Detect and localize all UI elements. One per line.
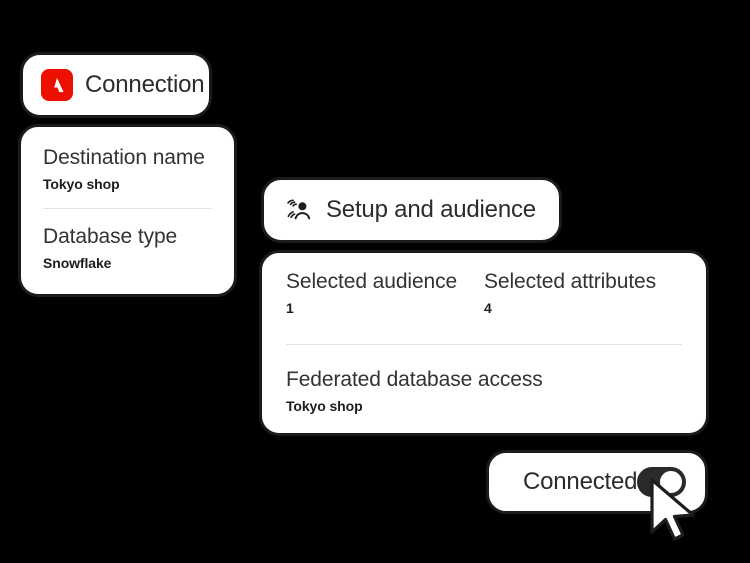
connection-chip[interactable]: Connection — [20, 52, 212, 118]
selected-audience-value: 1 — [286, 300, 294, 317]
destination-details-card: Destination name Tokyo shop Database typ… — [18, 124, 237, 297]
connection-chip-label: Connection — [85, 71, 205, 98]
federated-database-access-label: Federated database access — [286, 368, 543, 392]
selected-attributes-value: 4 — [484, 300, 492, 317]
setup-and-audience-chip[interactable]: Setup and audience — [261, 177, 562, 243]
setup-and-audience-label: Setup and audience — [326, 196, 536, 223]
connected-status-card[interactable]: Connected — [486, 450, 708, 514]
destination-name-field: Destination name Tokyo shop — [43, 146, 212, 193]
connected-label: Connected — [523, 468, 638, 495]
database-type-field: Database type Snowflake — [43, 225, 212, 272]
audience-divider — [286, 344, 682, 346]
connection-toggle[interactable] — [637, 467, 687, 497]
audience-details-card: Selected audience 1 Selected attributes … — [259, 250, 709, 436]
destination-divider — [43, 208, 212, 210]
selected-audience-label: Selected audience — [286, 270, 458, 293]
audience-group-icon — [284, 195, 314, 225]
selected-attributes-label: Selected attributes — [484, 270, 657, 293]
audience-stats-row: Selected audience 1 Selected attributes … — [286, 270, 682, 317]
database-type-label: Database type — [43, 225, 178, 249]
destination-name-value: Tokyo shop — [43, 176, 120, 193]
federated-database-access-value: Tokyo shop — [286, 398, 363, 415]
federated-database-access-field: Federated database access Tokyo shop — [286, 368, 682, 415]
selected-attributes-field: Selected attributes 4 — [484, 270, 682, 317]
selected-audience-field: Selected audience 1 — [286, 270, 484, 317]
destination-name-label: Destination name — [43, 146, 205, 169]
connection-toggle-knob[interactable] — [658, 469, 685, 495]
adobe-logo-icon — [41, 69, 73, 101]
database-type-value: Snowflake — [43, 255, 112, 272]
